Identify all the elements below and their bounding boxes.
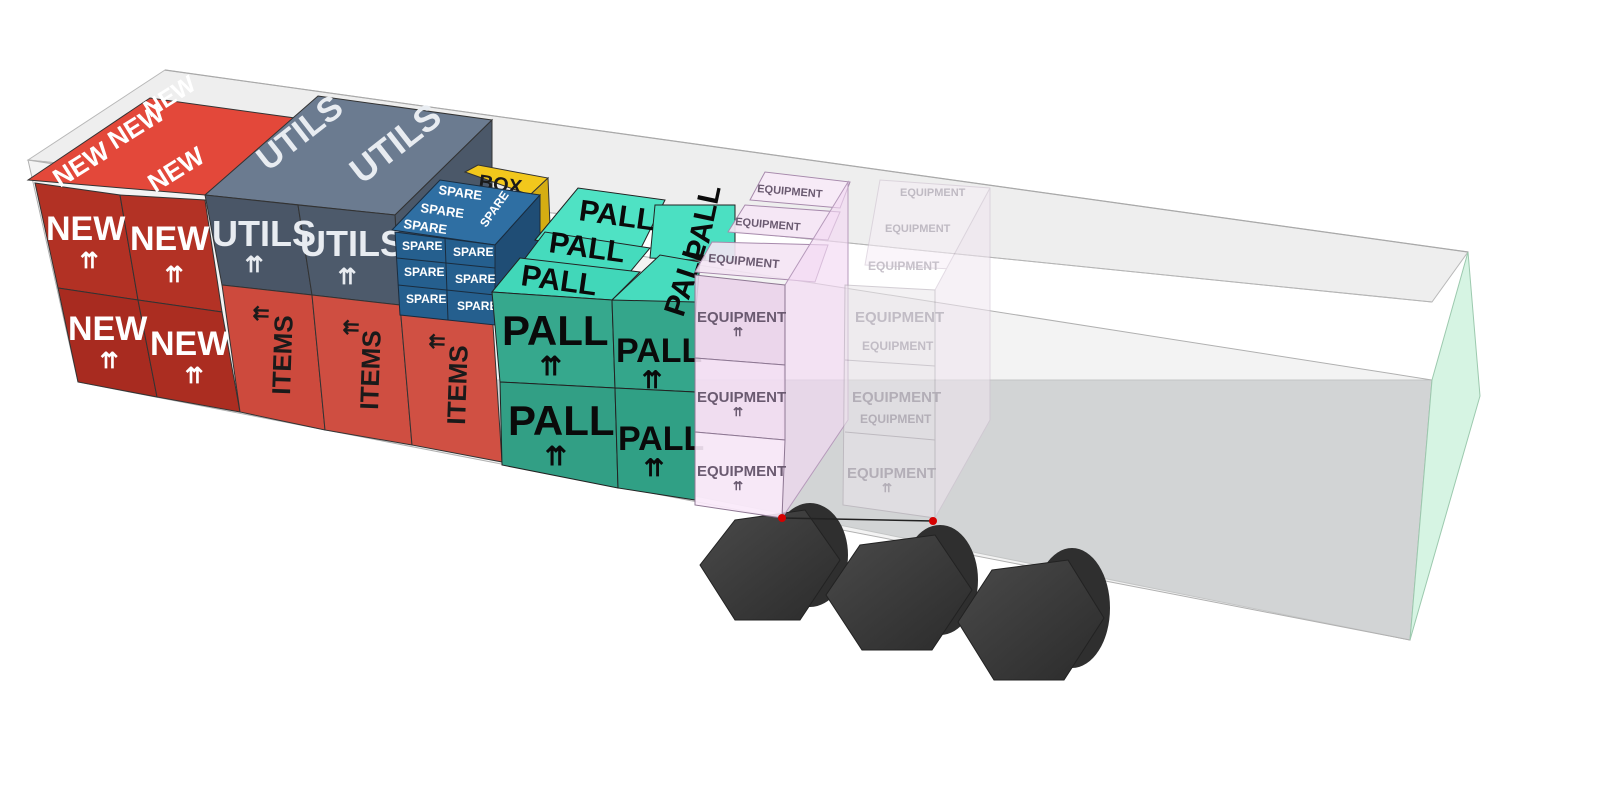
cargo-items-group[interactable]: ITEMS ITEMS ITEMS ⇈ ⇈ ⇈ [221,284,503,463]
equip-label-top-3: EQUIPMENT [708,251,781,271]
spare-label-6: SPARE [457,299,497,313]
wheel-2 [825,525,978,651]
pall-label-4: PALL [618,420,704,458]
pall-label-1: PALL [502,307,609,354]
spare-label-top-2: SPARE [420,200,466,221]
utils-arrow-1: ⇈ [245,252,263,277]
equip-label-top-2: EQUIPMENT [735,216,801,234]
ghost-label-top-2: EQUIPMENT [885,223,951,235]
ghost-label-2: EQUIPMENT [852,389,941,406]
items-arrow-3: ⇈ [427,332,450,350]
equip-label-top-1: EQUIPMENT [757,183,823,201]
items-label-3: ITEMS [441,345,474,425]
measure-line [781,517,934,522]
new-label-3: NEW [68,310,148,348]
equip-label-1: EQUIPMENT [697,309,786,326]
utils-label-1: UTILS [212,213,316,254]
ghost-label-2b: EQUIPMENT [860,412,932,426]
equip-label-2: EQUIPMENT [697,389,786,406]
ghost-label-1: EQUIPMENT [855,309,944,326]
items-arrow-2: ⇈ [341,318,364,336]
new-label-4: NEW [150,325,230,363]
ghost-arrow-3: ⇈ [882,481,892,495]
trailer-end-wall [1409,251,1481,641]
wheel-3 [957,548,1110,681]
measure-point-end[interactable] [929,517,937,525]
spare-label-5: SPARE [406,292,446,306]
spare-label-2: SPARE [453,245,493,259]
spare-label-top-1: SPARE [438,182,484,203]
cargo-equipment-ghost-group[interactable]: EQUIPMENT EQUIPMENT EQUIPMENT EQUIPMENT … [842,179,991,520]
utils-arrow-2: ⇈ [338,264,356,289]
pall-label-3: PALL [508,397,615,444]
spare-label-3: SPARE [404,265,444,279]
items-label-2: ITEMS [354,330,387,410]
pall-label-2: PALL [616,332,702,370]
new-label-2: NEW [130,220,210,258]
equip-label-3: EQUIPMENT [697,463,786,480]
ghost-label-3: EQUIPMENT [847,465,936,482]
new-label-1: NEW [46,210,126,248]
equip-arrow-1: ⇈ [733,325,743,339]
trailer-axles [699,503,1110,681]
spare-label-4: SPARE [455,272,495,286]
ghost-label-top-3: EQUIPMENT [868,259,940,273]
cargo-spare-group[interactable]: BOX SPARE SPARE SPARE SPARE SPARE SPARE … [390,164,551,327]
utils-label-2: UTILS [300,223,404,264]
pall-arrow-3: ⇈ [545,441,567,471]
equip-arrow-3: ⇈ [733,479,743,493]
new-arrow-2: ⇈ [165,262,183,287]
spare-label-top-3: SPARE [403,216,449,237]
new-arrow-1: ⇈ [80,248,98,273]
ghost-label-1b: EQUIPMENT [862,339,934,353]
new-arrow-4: ⇈ [185,363,203,388]
spare-label-1: SPARE [402,239,442,253]
measurement-tool[interactable] [778,514,937,525]
pall-arrow-2: ⇈ [642,367,662,394]
measure-point-start[interactable] [778,514,786,522]
trailer-top-edge [164,69,1469,253]
box-equip-top-1[interactable] [749,171,851,209]
ghost-label-top-1: EQUIPMENT [900,187,966,199]
items-arrow-1: ⇈ [251,304,274,322]
equip-arrow-2: ⇈ [733,405,743,419]
pall-arrow-1: ⇈ [540,351,562,381]
items-label-1: ITEMS [266,315,299,395]
new-arrow-3: ⇈ [100,348,118,373]
pall-arrow-4: ⇈ [644,455,664,482]
wheel-1 [699,503,848,621]
